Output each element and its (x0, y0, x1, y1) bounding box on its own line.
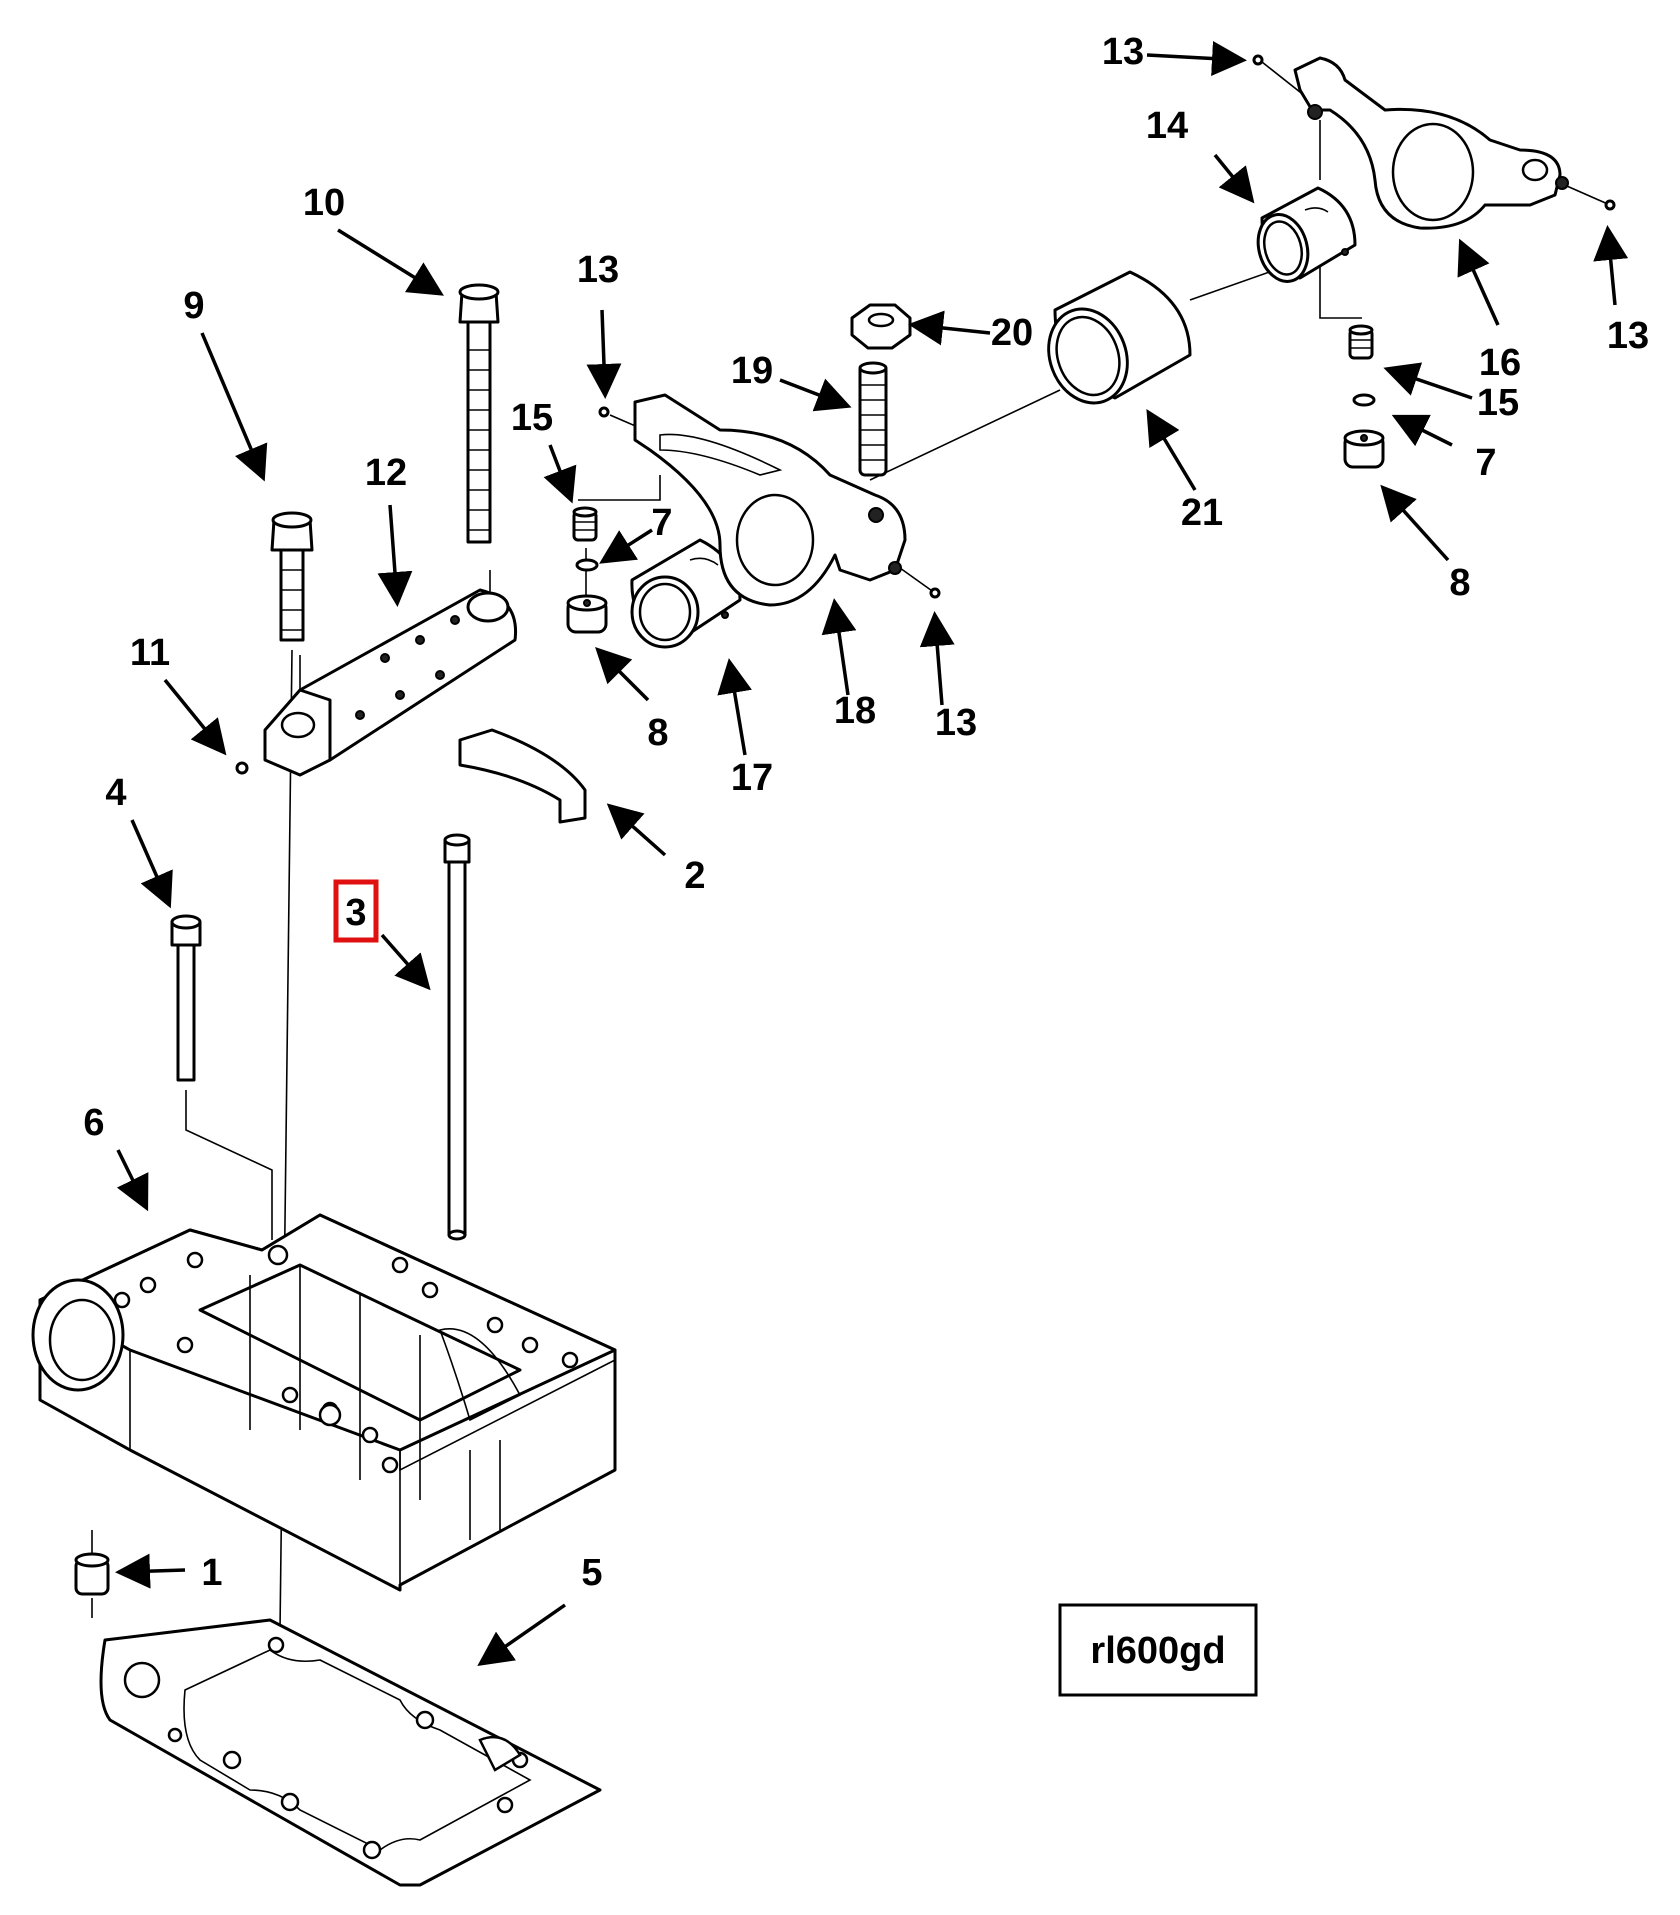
label-18: 18 (834, 690, 876, 732)
part-13-ball-b (929, 587, 941, 599)
part-17-bushing (630, 538, 742, 649)
part-2-wear-pad (458, 728, 587, 824)
label-8-right: 8 (1449, 562, 1470, 604)
part-6-housing (31, 1213, 617, 1592)
label-20: 20 (991, 312, 1033, 354)
label-7-right: 7 (1475, 442, 1496, 484)
label-15-left: 15 (511, 397, 553, 439)
part-8-button-left (566, 594, 608, 634)
label-3: 3 (345, 892, 366, 934)
part-15-screw-left (572, 506, 598, 542)
label-12: 12 (365, 452, 407, 494)
part-10-long-bolt (458, 283, 500, 544)
label-13-d: 13 (1607, 315, 1649, 357)
part-16-rocker-lever (1293, 56, 1569, 230)
label-10: 10 (303, 182, 345, 224)
label-5: 5 (581, 1552, 602, 1594)
part-15-screw-right (1348, 324, 1374, 360)
part-13-ball-d (1604, 199, 1616, 211)
label-9: 9 (183, 285, 204, 327)
label-15-right: 15 (1477, 382, 1519, 424)
part-14-small-bushing (1256, 186, 1357, 283)
label-19: 19 (731, 350, 773, 392)
label-21: 21 (1181, 492, 1223, 534)
part-19-adjusting-screw (858, 361, 888, 477)
part-3-push-rod (443, 833, 471, 1241)
label-13-a: 13 (577, 249, 619, 291)
label-4: 4 (105, 772, 126, 814)
part-7-washer-left (575, 558, 599, 572)
part-21-large-bushing (1047, 270, 1192, 405)
label-14: 14 (1146, 105, 1188, 147)
part-18-rocker-lever (633, 393, 907, 607)
label-8-left: 8 (647, 712, 668, 754)
label-17: 17 (731, 757, 773, 799)
callout-labels: 1 2 3 4 5 6 7 7 8 8 9 10 11 12 13 13 13 … (83, 31, 1649, 1594)
label-7-left: 7 (651, 502, 672, 544)
part-8-button-right (1343, 429, 1385, 469)
highlight-box (333, 879, 379, 943)
label-13-b: 13 (935, 702, 977, 744)
part-4-bolt (170, 914, 202, 1082)
part-13-ball-a (598, 406, 610, 418)
reference-code: rl600gd (1090, 1630, 1225, 1672)
part-11-ball (235, 761, 249, 775)
label-6: 6 (83, 1102, 104, 1144)
part-7-washer-right (1352, 393, 1376, 407)
label-2: 2 (684, 855, 705, 897)
part-5-gasket (99, 1618, 602, 1887)
part-9-short-bolt (270, 511, 314, 642)
label-13-c: 13 (1102, 31, 1144, 73)
label-1: 1 (201, 1552, 222, 1594)
leader-arrows (115, 41, 1629, 1666)
part-12-rocker-shaft (263, 588, 518, 777)
label-16: 16 (1479, 342, 1521, 384)
part-1-dowel (74, 1530, 110, 1618)
label-11: 11 (130, 632, 170, 674)
reference-code-box: rl600gd (1058, 1603, 1258, 1697)
part-20-nut (850, 303, 912, 350)
part-13-ball-c (1252, 54, 1264, 66)
